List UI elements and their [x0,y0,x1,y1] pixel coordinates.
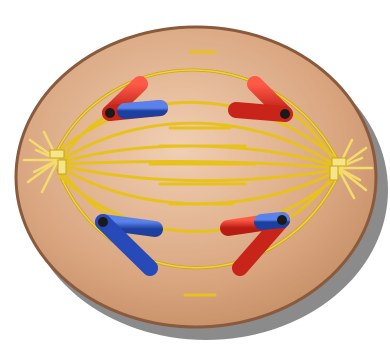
cell-illustration [0,0,390,350]
illustration-stage [0,0,390,350]
